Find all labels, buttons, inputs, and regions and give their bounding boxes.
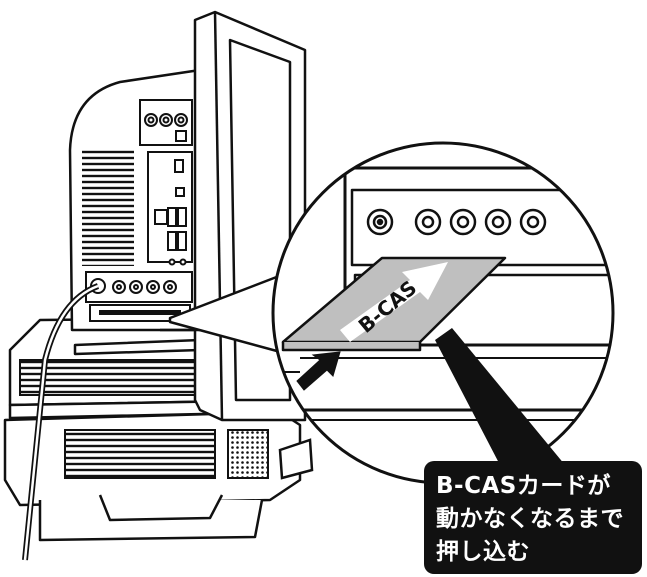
callout-box-pointer xyxy=(435,328,565,465)
stand-vent-upper xyxy=(19,359,201,396)
rear-bcas-slot-area xyxy=(85,271,193,322)
magnified-antenna-connector xyxy=(366,208,394,236)
instruction-line-2: 動かなくなるまで xyxy=(436,506,624,532)
stand-vent-lower xyxy=(64,429,216,479)
magnified-view-content xyxy=(273,143,613,483)
antenna-cable xyxy=(22,283,100,561)
insert-arrow xyxy=(296,351,341,391)
magnified-av-jacks xyxy=(414,208,547,236)
instruction-line-1: B-CASカードが xyxy=(436,473,611,499)
instruction-callout: B-CASカードが 動かなくなるまで 押し込む xyxy=(424,461,642,574)
insert-direction-arrow-on-card xyxy=(340,262,448,342)
stand-foot xyxy=(278,438,314,480)
rear-vent xyxy=(82,148,134,266)
stand-speaker-grille xyxy=(227,429,269,479)
bcas-card xyxy=(281,256,507,352)
rear-terminal-panel xyxy=(139,99,193,266)
instruction-line-3: 押し込む xyxy=(436,539,530,565)
